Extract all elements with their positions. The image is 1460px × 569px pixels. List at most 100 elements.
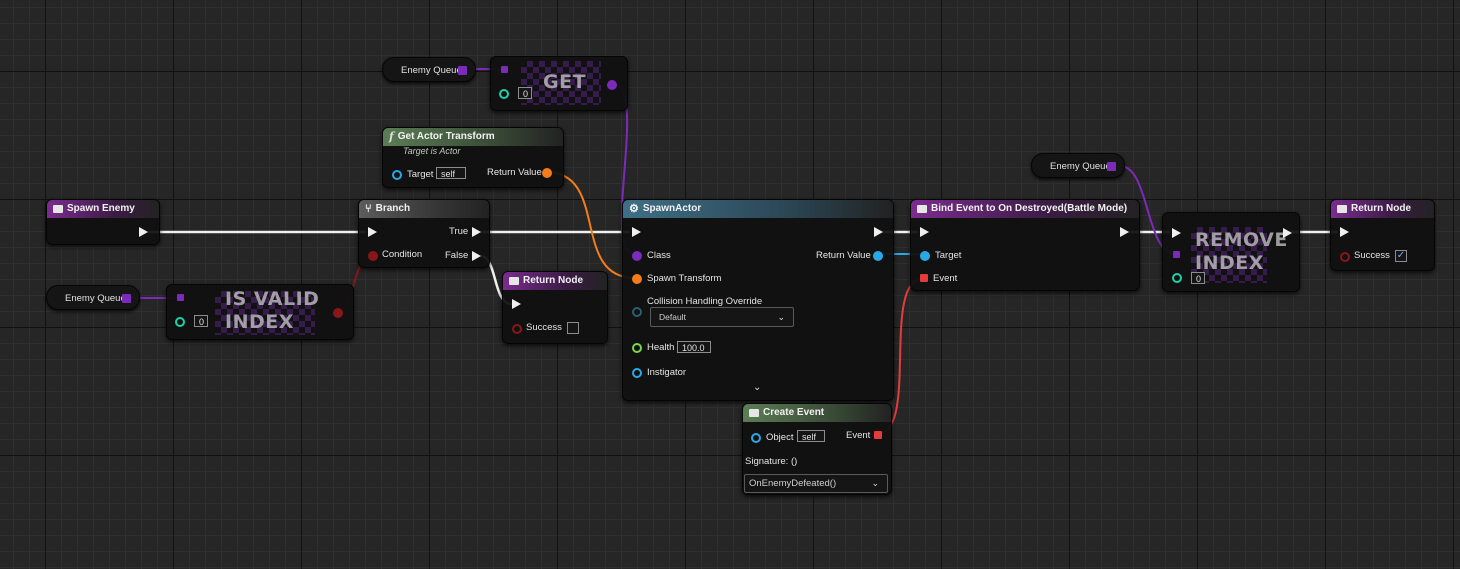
node-header: Create Event [743,404,891,422]
instigator-pin[interactable] [632,368,642,378]
bool-output-pin[interactable] [333,308,343,318]
exec-in-pin[interactable] [368,227,377,237]
signature-label: Signature: () [745,456,798,467]
node-title: Bind Event to On Destroyed(Battle Mode) [931,203,1128,214]
true-label: True [449,226,469,237]
index-value-field[interactable]: 0 [1191,272,1205,284]
exec-out-pin[interactable] [874,227,883,237]
node-title: Spawn Enemy [67,203,135,214]
node-header: ⑂ Branch [359,200,489,218]
index-value-field[interactable]: 0 [194,315,208,327]
exec-in-pin[interactable] [512,299,521,309]
object-label: Object [766,432,794,443]
object-pin[interactable] [122,294,131,303]
target-value-field[interactable]: self [436,167,466,179]
variable-label: Enemy Queue [65,293,126,304]
return-node-false[interactable]: Return Node Success [502,271,608,344]
event-pin[interactable] [920,274,928,282]
spawn-actor-node[interactable]: ⚙ SpawnActor Class Return Value Spawn Tr… [622,199,894,401]
function-dropdown[interactable]: OnEnemyDefeated() ⌄ [744,474,888,493]
get-array-node[interactable]: GET 0 [490,56,628,111]
index-pin[interactable] [1172,273,1182,283]
node-header: Spawn Enemy [47,200,159,218]
target-label: Target [407,169,434,180]
exec-in-pin[interactable] [1172,228,1181,238]
success-checkbox[interactable] [567,322,579,334]
success-pin[interactable] [512,324,522,334]
health-value-field[interactable]: 100.0 [677,341,711,353]
exec-in-pin[interactable] [1340,227,1349,237]
variable-label: Enemy Queue [401,65,462,76]
object-pin[interactable] [458,66,467,75]
remove-index-node[interactable]: REMOVE INDEX 0 [1162,212,1300,292]
node-watermark [215,291,315,335]
node-title-line1: IS VALID [225,288,320,310]
expand-advanced-icon[interactable]: ⌄ [753,382,762,393]
return-node-end[interactable]: Return Node Success ✓ [1330,199,1435,271]
enemy-queue-variable-get[interactable]: Enemy Queue [46,285,140,310]
false-label: False [445,250,469,261]
node-title: Branch [375,203,411,214]
return-value-pin[interactable] [873,251,883,261]
node-header: ⚙ SpawnActor [623,200,893,218]
class-label: Class [647,250,671,261]
node-title: SpawnActor [642,203,702,214]
spawn-transform-label: Spawn Transform [647,273,722,284]
spawn-transform-pin[interactable] [632,274,642,284]
event-label: Event [846,430,871,441]
output-pin[interactable] [607,80,617,90]
branch-node[interactable]: ⑂ Branch True Condition False [358,199,490,268]
node-watermark [521,61,601,105]
true-exec-pin[interactable] [472,227,481,237]
get-actor-transform-node[interactable]: f Get Actor Transform Target is Actor Ta… [382,127,564,188]
array-input-pin[interactable] [177,294,184,301]
node-title: Create Event [763,407,825,418]
index-pin[interactable] [175,317,185,327]
array-input-pin[interactable] [1173,251,1180,258]
success-pin[interactable] [1340,252,1350,262]
object-value-field[interactable]: self [797,430,825,442]
node-header: Return Node [1331,200,1434,218]
class-pin[interactable] [632,251,642,261]
spawn-actor-icon: ⚙ [629,203,639,215]
target-pin[interactable] [392,170,402,180]
variable-label: Enemy Queue [1050,161,1111,172]
event-output-pin[interactable] [874,431,882,439]
event-label: Event [933,273,958,284]
node-title: Get Actor Transform [397,131,495,142]
index-value-field[interactable]: 0 [518,87,532,99]
false-exec-pin[interactable] [472,251,481,261]
collision-label: Collision Handling Override [647,296,763,307]
node-title-line1: REMOVE [1195,229,1288,251]
exec-in-pin[interactable] [632,227,641,237]
enemy-queue-variable-get[interactable]: Enemy Queue [382,57,476,82]
spawn-enemy-node[interactable]: Spawn Enemy [46,199,160,245]
success-checkbox[interactable]: ✓ [1395,250,1407,262]
exec-out-pin[interactable] [1120,227,1129,237]
return-value-label: Return Value [816,250,871,261]
object-pin[interactable] [751,433,761,443]
enemy-queue-variable-get[interactable]: Enemy Queue [1031,153,1125,178]
create-event-node[interactable]: Create Event Object self Event Signature… [742,403,892,495]
exec-out-pin[interactable] [139,227,148,237]
collision-value: Default [659,312,686,322]
success-label: Success [1354,250,1390,261]
condition-pin[interactable] [368,251,378,261]
exec-out-pin[interactable] [1283,228,1292,238]
array-input-pin[interactable] [501,66,508,73]
bind-event-node[interactable]: Bind Event to On Destroyed(Battle Mode) … [910,199,1140,291]
function-value: OnEnemyDefeated() [749,478,837,489]
target-pin[interactable] [920,251,930,261]
collision-dropdown[interactable]: Default ⌄ [650,307,794,327]
branch-icon: ⑂ [365,203,372,215]
node-header: f Get Actor Transform [383,128,563,146]
health-pin[interactable] [632,343,642,353]
return-icon [1337,205,1347,213]
object-pin[interactable] [1107,162,1116,171]
index-pin[interactable] [499,89,509,99]
exec-in-pin[interactable] [920,227,929,237]
node-title-line2: INDEX [225,311,294,333]
is-valid-index-node[interactable]: IS VALID INDEX 0 [166,284,354,340]
return-value-pin[interactable] [542,168,552,178]
collision-pin[interactable] [632,307,642,317]
